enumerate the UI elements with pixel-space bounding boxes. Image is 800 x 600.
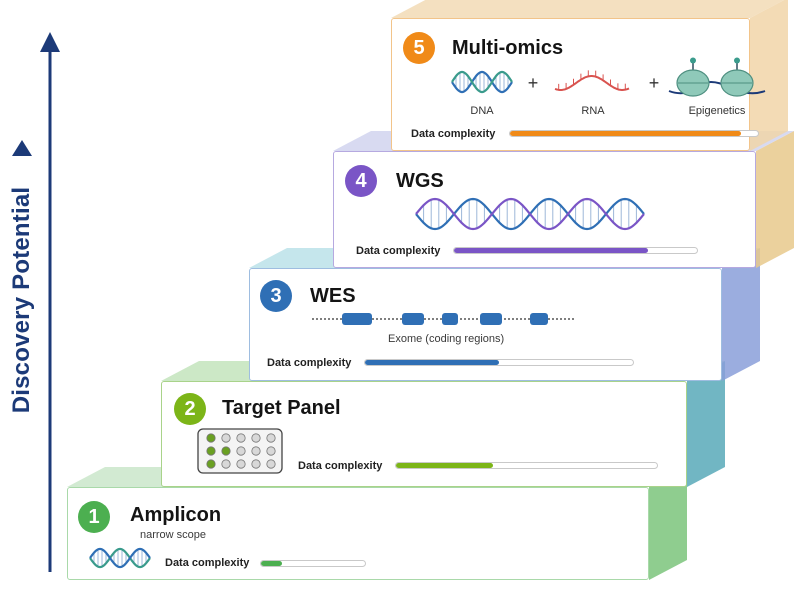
step-number-badge: 1 (78, 501, 110, 533)
complexity-bar (395, 462, 658, 469)
complexity-label: Data complexity (298, 460, 383, 472)
step-title: WES (310, 285, 356, 307)
step-top-face (391, 0, 785, 18)
step-title: Amplicon (130, 504, 222, 526)
omics-label-epigenetics: Epigenetics (688, 105, 746, 117)
triangle-marker-icon (12, 140, 32, 156)
step-number-badge: 2 (174, 393, 206, 425)
axis-title: Discovery Potential (8, 186, 35, 414)
complexity-label: Data complexity (411, 128, 496, 140)
microarray-panel-icon (197, 428, 283, 474)
dna-helix-icon (89, 547, 151, 569)
complexity-bar (260, 560, 366, 567)
complexity-bar (364, 359, 634, 366)
complexity-bar-fill (261, 561, 282, 566)
omics-label-dna: DNA (470, 105, 494, 117)
complexity-label: Data complexity (267, 357, 352, 369)
step-subtitle: Exome (coding regions) (388, 333, 505, 345)
rna-strand-icon (554, 70, 630, 91)
dna-helix-icon (415, 197, 645, 231)
complexity-bar-fill (365, 360, 499, 365)
step-side-face (756, 131, 794, 268)
step-wes: 3 WES Exome (coding regions) Data comple… (249, 268, 722, 381)
complexity-bar (453, 247, 698, 254)
complexity-bar-fill (396, 463, 493, 468)
nucleosome-icon (668, 57, 766, 97)
complexity-bar-fill (510, 131, 741, 136)
arrow-up-icon (40, 32, 60, 52)
step-number-badge: 4 (345, 165, 377, 197)
step-amplicon: 1 Amplicon narrow scope Data complexity (67, 487, 649, 580)
dna-helix-icon (451, 70, 513, 94)
omics-label-rna: RNA (581, 105, 605, 117)
step-target-panel: 2 Target Panel Data complexity (161, 381, 687, 487)
step-multi-omics: 5 Multi-omics + + DNA RNA Epigenetics Da… (391, 18, 766, 151)
step-title: Multi-omics (452, 37, 564, 59)
complexity-bar (509, 130, 759, 137)
plus-sign: + (648, 73, 660, 93)
step-side-face (722, 248, 760, 381)
step-number-badge: 5 (403, 32, 435, 64)
step-subtitle: narrow scope (140, 529, 207, 541)
exome-regions-icon (312, 313, 576, 325)
step-side-face (750, 0, 788, 151)
step-side-face (687, 361, 725, 487)
step-wgs: 4 WGS Data complexity (333, 151, 756, 268)
complexity-label: Data complexity (165, 557, 250, 569)
complexity-label: Data complexity (356, 245, 441, 257)
complexity-bar-fill (454, 248, 649, 253)
step-number-badge: 3 (260, 280, 292, 312)
step-side-face (649, 467, 687, 580)
step-title: Target Panel (222, 397, 341, 419)
plus-sign: + (527, 73, 539, 93)
step-title: WGS (396, 170, 444, 192)
